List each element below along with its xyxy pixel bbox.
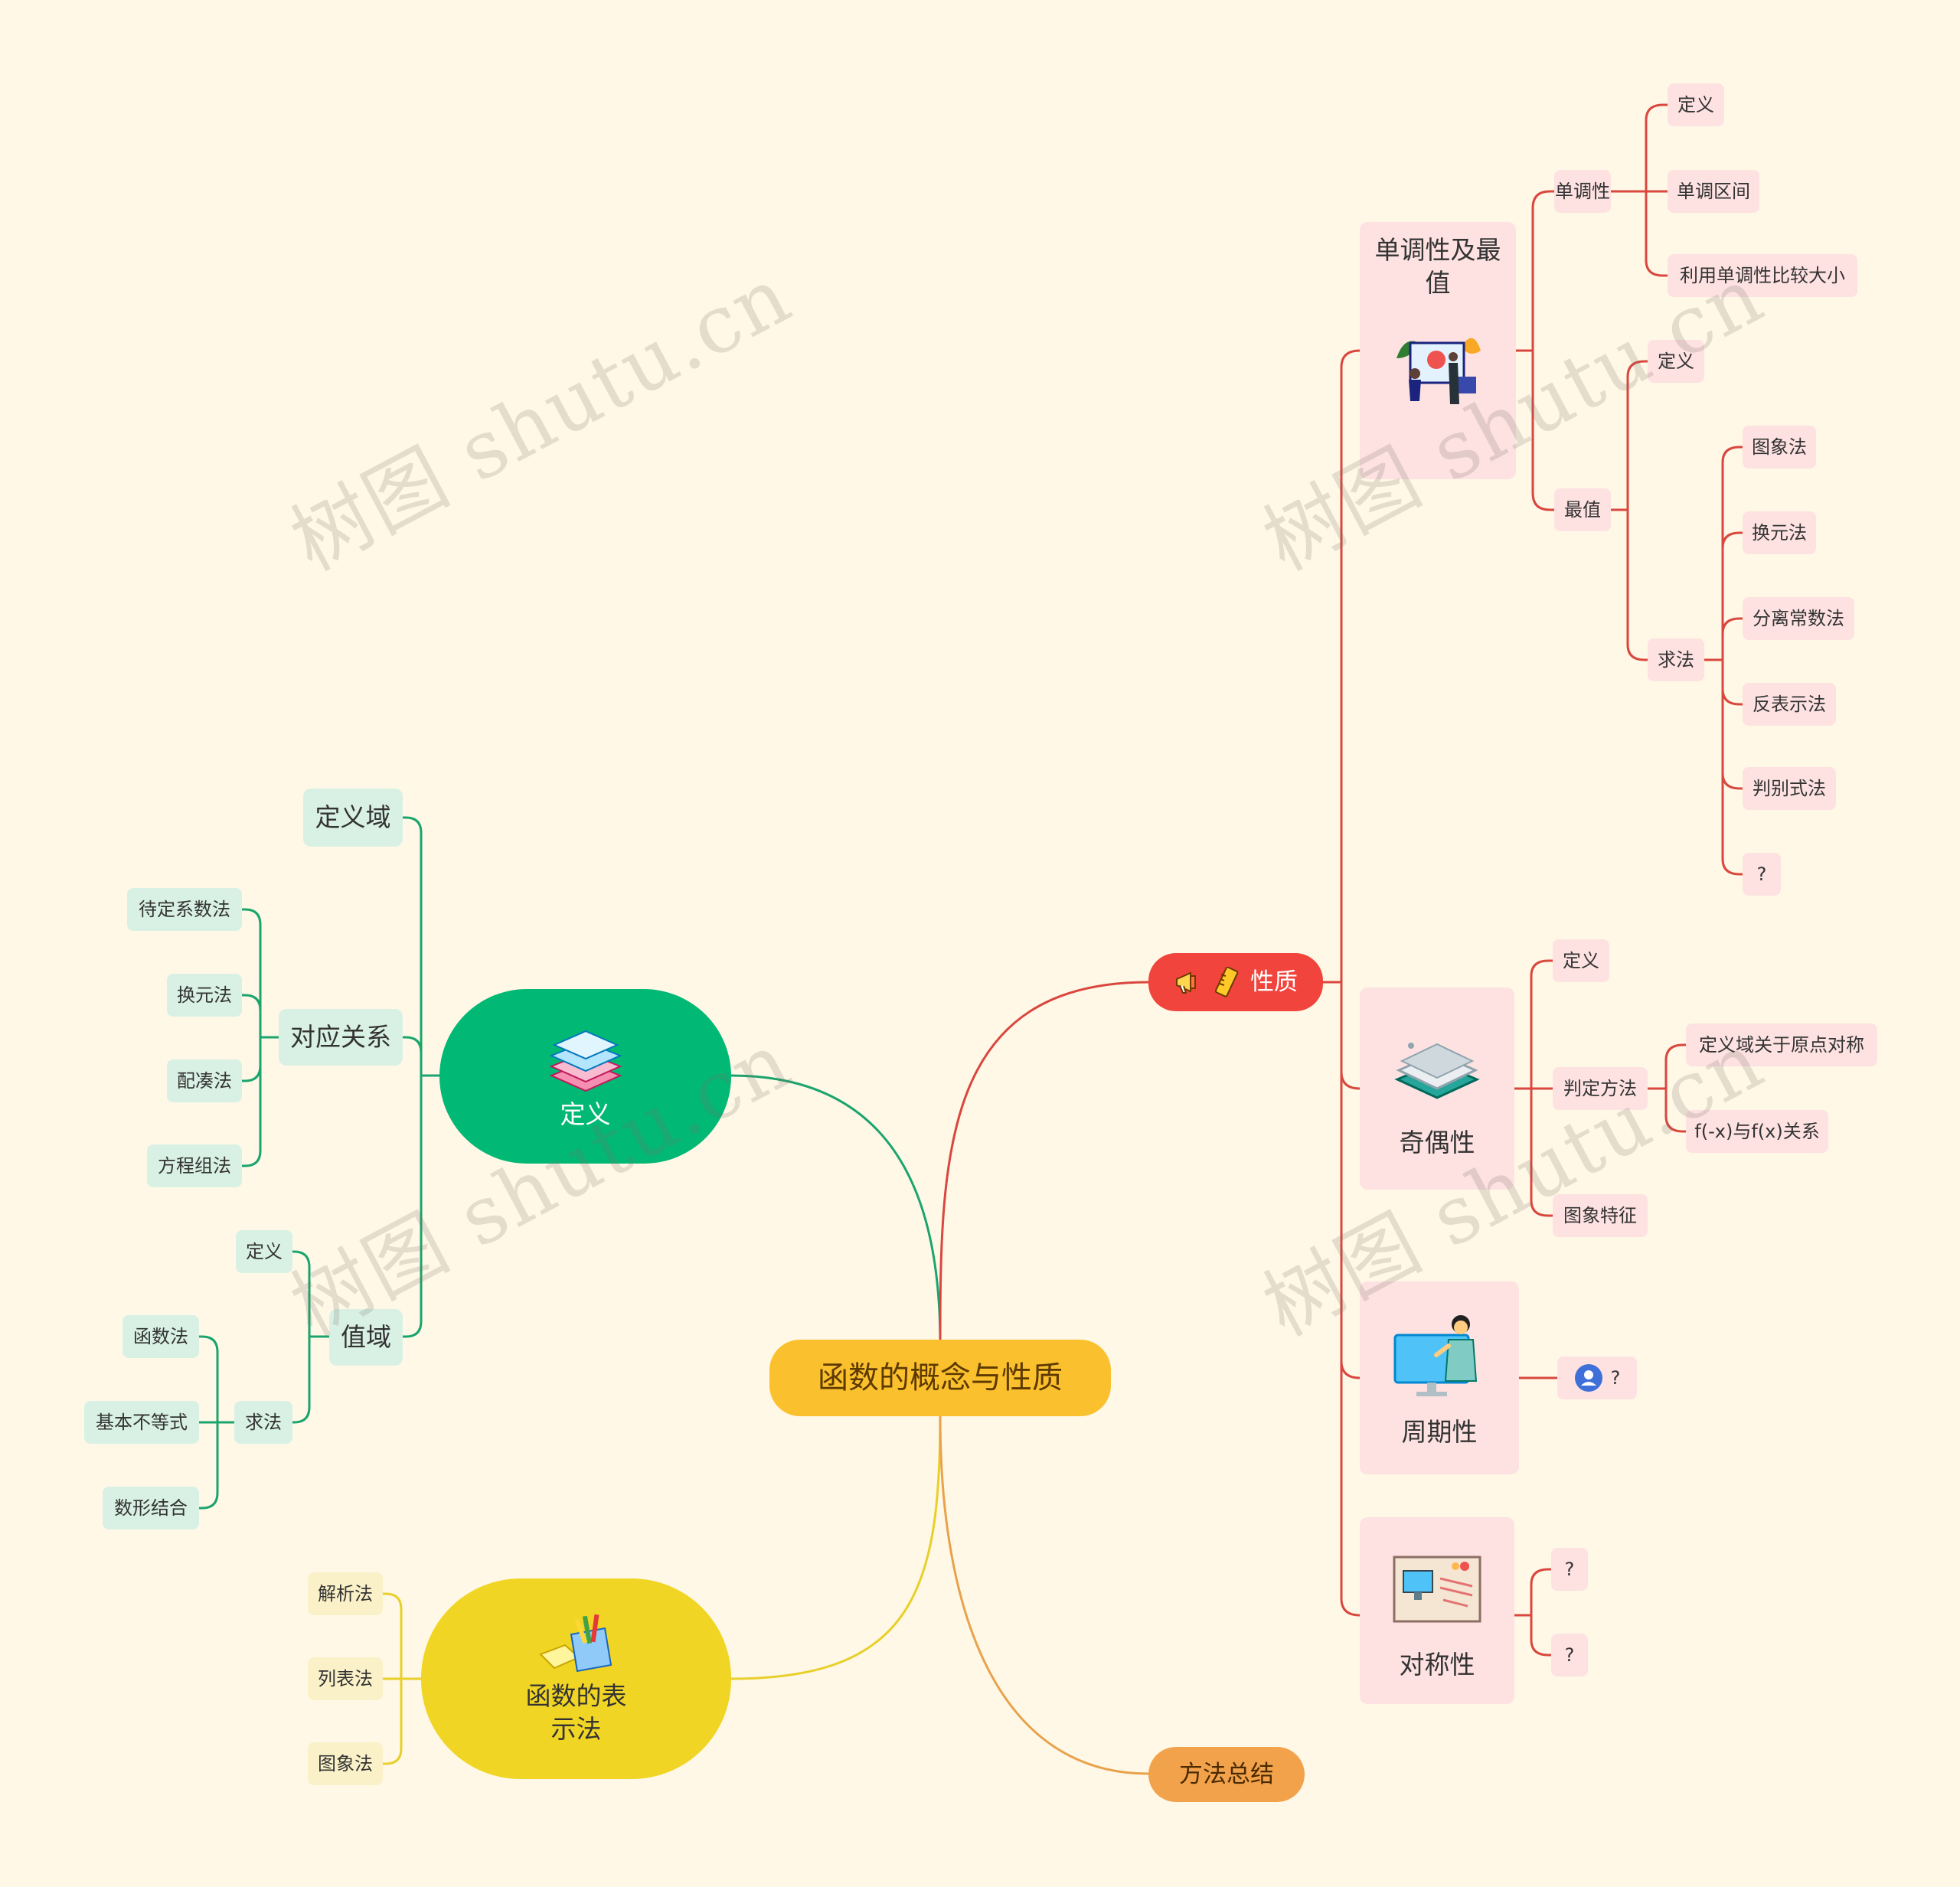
mapping-method-substitution[interactable]: 换元法 [167, 974, 242, 1017]
summary-topic[interactable]: 方法总结 [1148, 1747, 1305, 1802]
symmetry-item-2[interactable]: ? [1551, 1634, 1588, 1676]
parity-judge-node[interactable]: 判定方法 [1553, 1067, 1648, 1110]
megaphone-icon [1176, 971, 1196, 994]
definition-topic[interactable]: 定义 [439, 989, 731, 1164]
studio-illustration-icon [1393, 1556, 1481, 1623]
link-prop-parity [1340, 981, 1361, 1090]
properties-label: 性质 [1250, 968, 1298, 996]
extreme-method-unknown[interactable]: ? [1743, 853, 1781, 896]
link-root-summary [939, 1415, 1150, 1775]
parity-definition[interactable]: 定义 [1553, 939, 1609, 982]
monotonic-label: 单调性及最 值 [1374, 235, 1501, 298]
representation-analytic[interactable]: 解析法 [308, 1572, 383, 1615]
link-root-representation [730, 1415, 942, 1680]
mono-node[interactable]: 单调性 [1554, 170, 1611, 213]
extreme-method-graph[interactable]: 图象法 [1743, 426, 1816, 468]
team-illustration-icon [1396, 338, 1481, 404]
range-method-function[interactable]: 函数法 [122, 1315, 199, 1358]
period-item[interactable]: ? [1557, 1356, 1637, 1399]
extreme-definition[interactable]: 定义 [1648, 340, 1704, 383]
extreme-method-discriminant[interactable]: 判别式法 [1743, 767, 1836, 810]
domain-node[interactable]: 定义域 [303, 788, 403, 847]
mono-item-interval[interactable]: 单调区间 [1668, 170, 1759, 213]
parity-judge-relation[interactable]: f(-x)与f(x)关系 [1686, 1110, 1828, 1153]
mono-item-definition[interactable]: 定义 [1668, 83, 1724, 126]
extreme-method-inverse[interactable]: 反表示法 [1743, 683, 1836, 726]
period-label: 周期性 [1401, 1416, 1478, 1447]
mapping-method-equations[interactable]: 方程组法 [147, 1144, 242, 1187]
symmetry-card[interactable]: 对称性 [1360, 1517, 1514, 1704]
mapping-method-undetermined[interactable]: 待定系数法 [127, 888, 242, 931]
symmetry-item-1[interactable]: ? [1551, 1548, 1588, 1591]
period-card[interactable]: 周期性 [1360, 1281, 1519, 1474]
mapping-node[interactable]: 对应关系 [279, 1009, 403, 1066]
parity-judge-domain[interactable]: 定义域关于原点对称 [1686, 1023, 1877, 1066]
extreme-solve-node[interactable]: 求法 [1648, 638, 1704, 681]
range-method-inequality[interactable]: 基本不等式 [84, 1401, 199, 1444]
user-icon [1574, 1364, 1602, 1392]
extreme-method-separate[interactable]: 分离常数法 [1743, 597, 1854, 640]
range-method-graphic[interactable]: 数形结合 [103, 1487, 199, 1530]
monotonic-card[interactable]: 单调性及最 值 [1360, 222, 1516, 479]
range-node[interactable]: 值域 [329, 1309, 403, 1366]
range-definition[interactable]: 定义 [236, 1230, 292, 1273]
extreme-node[interactable]: 最值 [1554, 488, 1611, 531]
extreme-method-substitution[interactable]: 换元法 [1743, 511, 1816, 554]
link-root-definition [730, 1074, 942, 1345]
definition-label: 定义 [560, 1099, 611, 1129]
symmetry-label: 对称性 [1399, 1649, 1475, 1680]
parity-card[interactable]: 奇偶性 [1360, 988, 1514, 1190]
mapping-method-matching[interactable]: 配凑法 [167, 1059, 242, 1102]
mono-item-compare[interactable]: 利用单调性比较大小 [1668, 254, 1857, 297]
presenter-illustration-icon [1393, 1314, 1478, 1396]
representation-table[interactable]: 列表法 [308, 1657, 383, 1700]
representation-label: 函数的表 示法 [525, 1681, 627, 1744]
link-prop-symmetry [1340, 981, 1361, 1617]
stationery-icon [538, 1614, 612, 1673]
properties-topic[interactable]: 性质 [1148, 953, 1323, 1011]
range-solve-node[interactable]: 求法 [234, 1401, 292, 1444]
books-icon [548, 1030, 622, 1092]
link-prop-mono [1340, 349, 1361, 984]
stack-illustration-icon [1394, 1042, 1480, 1099]
representation-graph[interactable]: 图象法 [308, 1742, 383, 1785]
link-root-properties [939, 981, 1150, 1345]
parity-label: 奇偶性 [1399, 1127, 1475, 1157]
parity-graph[interactable]: 图象特征 [1553, 1194, 1648, 1237]
representation-topic[interactable]: 函数的表 示法 [421, 1578, 731, 1779]
period-item-label: ? [1610, 1367, 1621, 1389]
root-topic[interactable]: 函数的概念与性质 [769, 1340, 1111, 1416]
ruler-icon [1214, 967, 1239, 997]
link-prop-period [1340, 981, 1361, 1379]
